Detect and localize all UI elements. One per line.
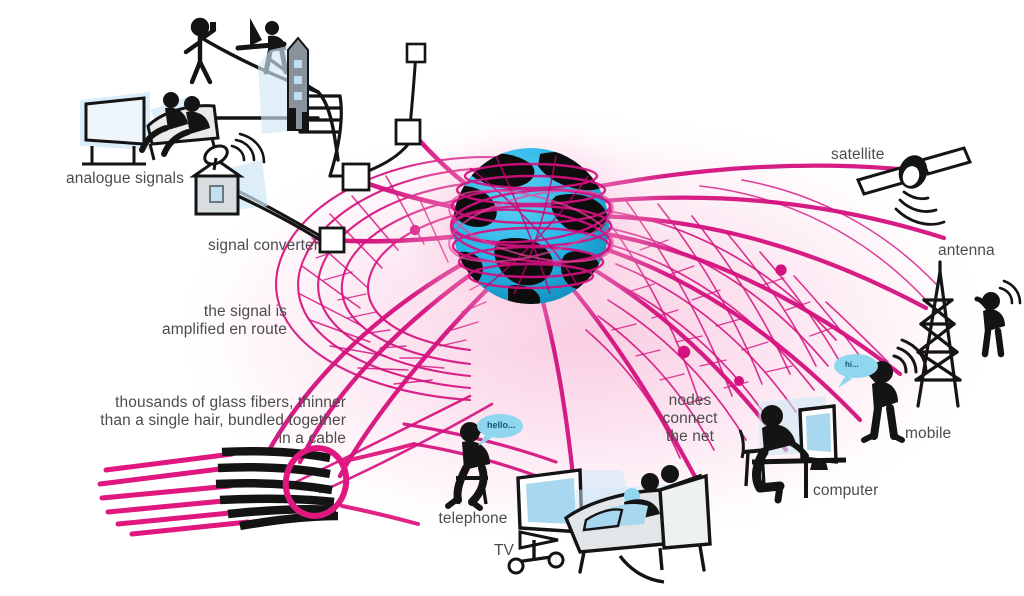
label-computer: computer [813, 482, 879, 499]
label-tv: TV [493, 542, 514, 559]
label-mobile: mobile [905, 425, 952, 442]
label-analogue-signals: analogue signals [66, 170, 184, 187]
sofa-family-icon [139, 92, 220, 161]
label-nodes-line3: the net [665, 428, 715, 445]
label-nodes-line1: nodes [668, 392, 712, 409]
label-nodes-line2: connect [662, 410, 718, 427]
mobile-bubble-text: hi... [845, 360, 859, 369]
telephone-bubble-text: hello... [487, 420, 516, 430]
label-satellite: satellite [831, 146, 885, 163]
telephone-speech-bubble [477, 414, 523, 446]
label-antenna: antenna [938, 242, 995, 259]
person-computer-icon-right [738, 396, 847, 504]
fiber-optic-bundle-icon [97, 442, 420, 537]
label-signal-converter: signal converter [208, 237, 320, 254]
label-fiber-line3: in a cable [278, 430, 346, 447]
satellite-icon [855, 146, 973, 226]
antenna-tower-icon [914, 260, 962, 408]
tv-icon [80, 92, 150, 166]
globe-icon [381, 110, 681, 346]
person-antenna-icon [974, 279, 1022, 358]
exchange-building-icon [258, 36, 309, 134]
mobile-speech-bubble [834, 354, 878, 388]
dish-to-converter-line [236, 194, 322, 242]
label-fiber-line2: than a single hair, bundled together [100, 412, 346, 429]
label-amplified-line2: amplified en route [161, 321, 287, 338]
label-telephone: telephone [438, 510, 508, 527]
sofa-family-icon-bottom [563, 465, 712, 584]
person-mobile-icon [183, 17, 217, 85]
satellite-dish-house-icon [189, 132, 268, 216]
label-fiber-line1: thousands of glass fibers, thinner [115, 394, 346, 411]
label-amplified-line1: the signal is [203, 303, 287, 320]
